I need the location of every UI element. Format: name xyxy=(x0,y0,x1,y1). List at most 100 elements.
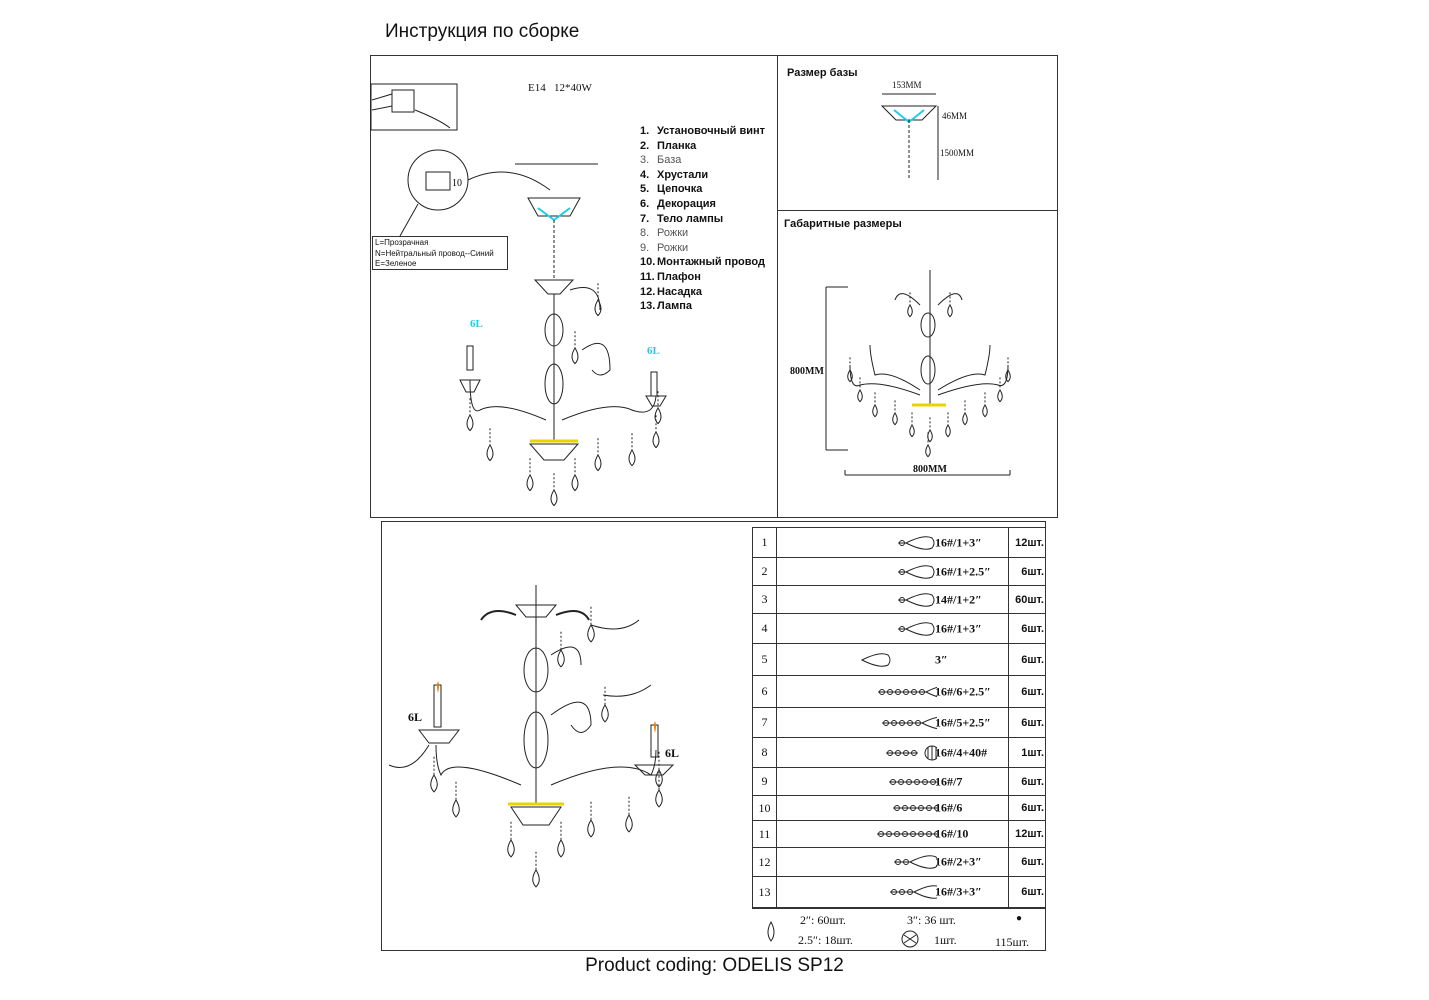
crystal-drop xyxy=(652,431,660,449)
crystal-code: 16#/1+3″ xyxy=(935,535,982,549)
part-number: 2. xyxy=(640,139,650,152)
overall-width: 800MM xyxy=(913,464,947,475)
part-label: Цепочка xyxy=(657,183,703,196)
item-number: 10 xyxy=(752,795,777,821)
crystal-drop xyxy=(925,444,931,458)
overall-size-drawing xyxy=(825,270,1011,476)
parts-list-item: 4.Хрустали xyxy=(640,168,765,183)
crystal-strand-icon xyxy=(882,716,937,729)
crystal-drop xyxy=(430,774,438,793)
part-number: 12. xyxy=(640,285,656,298)
chain-length: 1500MM xyxy=(940,148,975,158)
crystal-drop xyxy=(594,454,602,472)
part-label: Рожки xyxy=(657,241,689,254)
crystal-drop xyxy=(486,444,494,462)
assembly-lamp-right-label: 6L xyxy=(665,746,680,760)
assembly-panel xyxy=(381,521,1046,951)
total-ball: 1шт. xyxy=(934,933,957,947)
crystal-code: 16#/6 xyxy=(935,800,963,815)
parts-list-item: 6.Декорация xyxy=(640,197,765,212)
overall-size-heading: Габаритные размеры xyxy=(784,218,902,230)
item-number: 12 xyxy=(752,847,777,877)
crystal-strand-icon xyxy=(890,885,937,899)
crystal-strand-icon xyxy=(860,652,891,667)
table-row: 2 16#/1+2.5″ 6шт. xyxy=(752,557,1046,586)
crystal-qty: 12шт. xyxy=(1008,527,1046,558)
item-number: 6 xyxy=(752,675,777,708)
total-3in: 3″: 36 шт. xyxy=(907,913,956,927)
page-title: Инструкция по сборке xyxy=(385,21,580,42)
part-number: 10. xyxy=(640,256,656,269)
table-row: 10 16#/6 6шт. xyxy=(752,795,1046,821)
crystal-drop xyxy=(655,789,663,808)
crystal-drop xyxy=(962,412,968,426)
lamp-left-label: 6L xyxy=(470,318,483,330)
crystal-drop xyxy=(532,869,540,888)
crystal-drop xyxy=(945,424,951,438)
crystal-code: 16#/2+3″ xyxy=(935,854,982,869)
crystal-code: 16#/4+40# xyxy=(935,745,988,759)
crystal-cell: 3″ xyxy=(776,643,1009,676)
crystal-qty: 60шт. xyxy=(1008,585,1046,614)
crystal-strand-icon xyxy=(898,621,935,636)
parts-list-item: 7.Тело лампы xyxy=(640,212,765,227)
crystal-drop xyxy=(654,407,662,425)
crystal-drop xyxy=(847,369,853,383)
crystal-drop xyxy=(601,704,609,723)
crystal-qty: 6шт. xyxy=(1008,767,1046,796)
crystal-cell: 16#/5+2.5″ xyxy=(776,707,1009,738)
table-row: 11 16#/10 12шт. xyxy=(752,820,1046,848)
part-label: Тело лампы xyxy=(657,212,724,225)
crystal-code: 16#/10 xyxy=(935,826,969,841)
item-number: 8 xyxy=(752,737,777,768)
crystal-cell: 16#/3+3″ xyxy=(776,876,1009,908)
crystal-cell: 16#/1+3″ xyxy=(776,613,1009,644)
crystal-code: 16#/1+2.5″ xyxy=(935,564,991,578)
crystal-drop xyxy=(587,819,595,838)
parts-list-item: 12.Насадка xyxy=(640,285,765,300)
wiring-line: L=Прозрачная xyxy=(375,238,429,247)
crystal-drop xyxy=(872,404,878,418)
lamp-right-label: 6L xyxy=(647,345,660,357)
crystal-strand-icon xyxy=(878,686,937,697)
crystal-cell: 16#/6+2.5″ xyxy=(776,675,1009,708)
crystal-cell: 16#/7 xyxy=(776,767,1009,796)
crystal-qty: 6шт. xyxy=(1008,613,1046,644)
crystal-qty: 6шт. xyxy=(1008,557,1046,586)
crystal-drop xyxy=(507,839,515,858)
part-label: Декорация xyxy=(657,197,716,210)
base-width: 153MM xyxy=(892,80,922,90)
item-number: 5 xyxy=(752,643,777,676)
wiring-legend: L=Прозрачная N=Нейтральный провод--Синий… xyxy=(372,236,508,270)
part-label: Установочный винт xyxy=(657,125,765,137)
part-label: Монтажный провод xyxy=(657,256,765,269)
crystal-cell: 16#/10 xyxy=(776,820,1009,848)
chandelier-exploded xyxy=(459,163,667,461)
part-number: 4. xyxy=(640,168,650,181)
divider xyxy=(777,55,778,518)
crystal-drop xyxy=(625,814,633,833)
crystal-drop xyxy=(1005,369,1011,383)
parts-list-item: 1.Установочный винт xyxy=(640,124,765,139)
crystal-drop xyxy=(857,389,863,403)
crystal-code: 16#/5+2.5″ xyxy=(935,715,991,729)
crystal-cell: 16#/6 xyxy=(776,795,1009,821)
crystal-cell: 16#/1+3″ xyxy=(776,527,1009,558)
item-number: 7 xyxy=(752,707,777,738)
divider xyxy=(778,210,1058,211)
total-beads: 115шт. xyxy=(995,935,1030,949)
crystal-drop xyxy=(909,424,915,438)
crystal-strand-icon xyxy=(898,564,935,579)
crystal-drop xyxy=(557,649,565,668)
crystal-drop xyxy=(655,769,663,788)
parts-list-item: 11.Плафон xyxy=(640,270,765,285)
table-row: 5 3″ 6шт. xyxy=(752,643,1046,676)
crystal-qty: 12шт. xyxy=(1008,820,1046,848)
table-row: 7 16#/5+2.5″ 6шт. xyxy=(752,707,1046,738)
crystal-drop xyxy=(571,474,579,492)
table-row: 13 16#/3+3″ 6шт. xyxy=(752,876,1046,908)
crystal-strand-icon xyxy=(889,778,937,785)
crystal-totals: 2″: 60шт. 2.5″: 18шт. 3″: 36 шт. 1шт. ● … xyxy=(752,908,1046,952)
table-row: 6 16#/6+2.5″ 6шт. xyxy=(752,675,1046,708)
part-number: 11. xyxy=(640,270,655,283)
